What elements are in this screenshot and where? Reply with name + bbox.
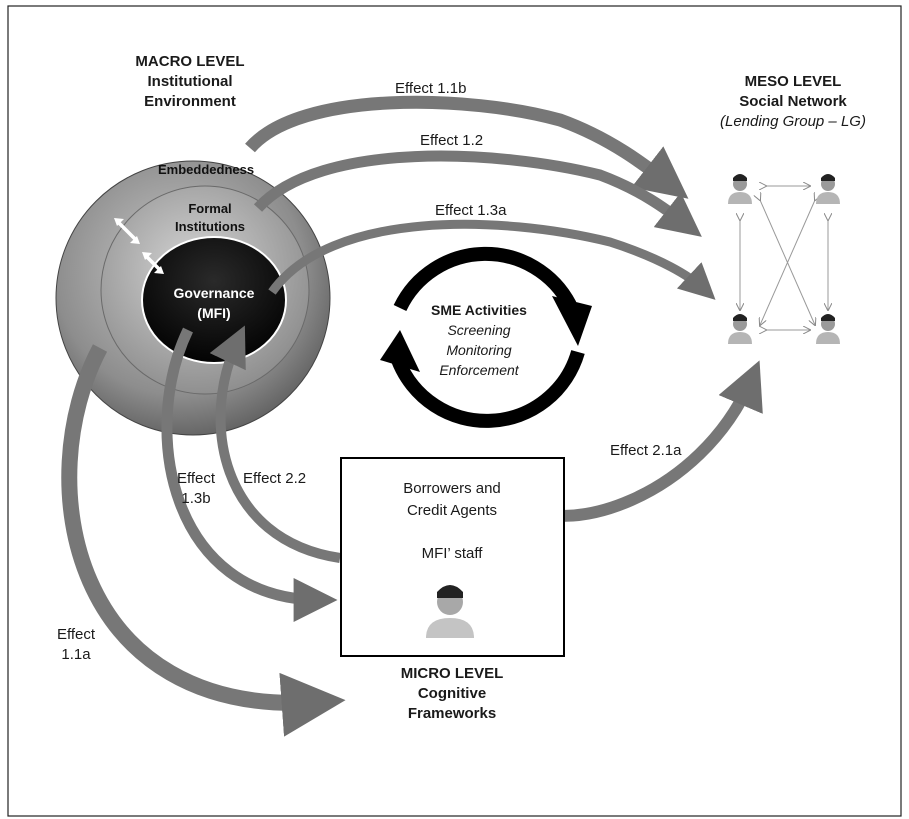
person-icon	[816, 174, 840, 204]
embeddedness-label: Embeddedness	[158, 162, 255, 177]
person-icon	[728, 314, 752, 344]
micro-line3: Frameworks	[407, 705, 497, 722]
sme-activities-label: SME Activities Screening Monitoring Enfo…	[418, 300, 540, 380]
effect-2-1a-label: Effect 2.1a	[610, 442, 682, 459]
formal-line1: Formal	[188, 201, 232, 216]
double-arrow-icon	[114, 218, 140, 244]
governance-line1: Governance	[173, 285, 255, 301]
meso-level-heading: MESO LEVEL Social Network (Lending Group…	[703, 72, 883, 132]
effect-1-3b-arrow	[161, 327, 338, 622]
effect-1-1b-arrow	[245, 95, 689, 199]
governance-label: Governance (MFI)	[164, 283, 264, 323]
double-arrow-icon	[142, 252, 164, 274]
formal-institutions-label: Formal Institutions	[168, 200, 252, 236]
effect-arrows	[61, 95, 763, 737]
effect-1-3b-line2: 1.3b	[181, 490, 211, 507]
micro-line1: MICRO LEVEL	[400, 665, 504, 682]
effect-2-2-arrow	[209, 325, 341, 563]
macro-line1: MACRO LEVEL	[135, 53, 245, 70]
macro-line3: Environment	[144, 93, 236, 110]
micro-line2: Cognitive	[417, 685, 487, 702]
effect-1-3b-line1: Effect	[176, 470, 216, 487]
sme-monitoring: Monitoring	[446, 342, 512, 358]
borrowers-label: Borrowers and Credit Agents	[372, 478, 532, 522]
governance-line2: (MFI)	[197, 305, 231, 321]
meso-line3: (Lending Group – LG)	[720, 113, 866, 130]
outer-border	[7, 5, 902, 817]
micro-level-heading: MICRO LEVEL Cognitive Frameworks	[370, 664, 534, 724]
macro-line2: Institutional	[147, 73, 233, 90]
sme-enforcement: Enforcement	[439, 362, 519, 378]
effect-1-1a-label: Effect 1.1a	[50, 625, 102, 665]
effect-1-1a-arrow	[61, 344, 346, 737]
effect-2-2-label: Effect 2.2	[243, 470, 307, 487]
borrowers-line1: Borrowers and	[403, 480, 501, 497]
person-icon	[426, 585, 474, 638]
effect-1-1a-line2: 1.1a	[61, 646, 91, 663]
effect-1-2-arrow	[253, 150, 702, 237]
effect-1-1b-label: Effect 1.1b	[395, 80, 467, 97]
macro-level-heading: MACRO LEVEL Institutional Environment	[120, 52, 260, 112]
effect-1-3a-arrow	[268, 219, 716, 300]
effect-1-1a-line1: Effect	[56, 626, 96, 643]
person-icon	[816, 314, 840, 344]
meso-line1: MESO LEVEL	[744, 73, 842, 90]
effect-1-3b-label: Effect 1.3b	[168, 469, 224, 509]
sme-screening: Screening	[447, 322, 511, 338]
mfi-staff-label: MFI’ staff	[421, 545, 483, 562]
sme-title: SME Activities	[431, 302, 527, 318]
effect-1-2-label: Effect 1.2	[420, 132, 484, 149]
sme-cycle	[380, 246, 592, 428]
meso-line2: Social Network	[739, 93, 847, 110]
person-icon	[728, 174, 752, 204]
formal-line2: Institutions	[174, 219, 246, 234]
effect-1-3a-label: Effect 1.3a	[435, 202, 507, 219]
borrowers-line2: Credit Agents	[406, 502, 498, 519]
lending-group-network	[740, 186, 828, 330]
